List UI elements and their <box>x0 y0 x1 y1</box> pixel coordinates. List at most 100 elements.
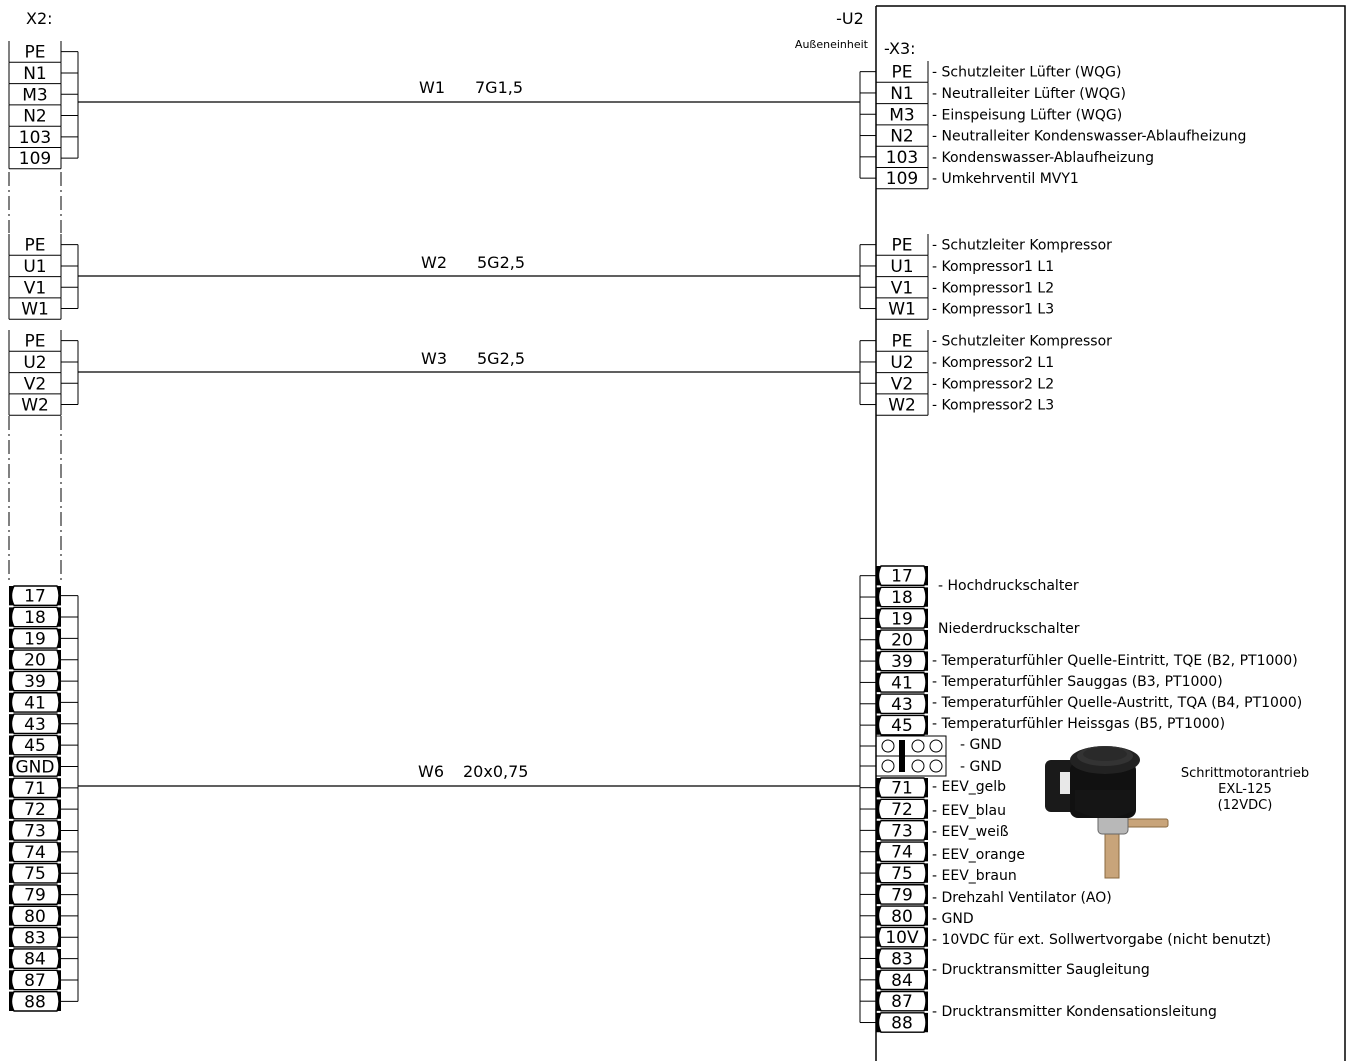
left-terminal-label: 19 <box>24 629 46 649</box>
terminal-mark <box>924 927 928 947</box>
left-terminal-label: V2 <box>24 374 46 394</box>
right-terminal-description: - Drehzahl Ventilator (AO) <box>932 890 1112 906</box>
right-terminal-label: 10V <box>885 928 919 948</box>
right-terminal-description: - Drucktransmitter Kondensationsleitung <box>932 1004 1217 1020</box>
terminal-mark <box>9 884 14 905</box>
right-strip-label: -X3: <box>884 39 916 58</box>
right-terminal-description: - GND <box>932 911 974 927</box>
terminal-mark <box>57 906 61 926</box>
left-terminal-label: N2 <box>23 107 47 127</box>
terminal-mark <box>9 650 14 670</box>
terminal-mark <box>57 863 61 883</box>
terminal-mark <box>9 991 14 1011</box>
terminal-mark <box>9 863 14 883</box>
unit-label: -U2 <box>836 9 864 28</box>
terminal-mark <box>924 884 928 905</box>
right-terminal-label: 72 <box>891 800 913 820</box>
right-terminal-description: - Schutzleiter Kompressor <box>932 238 1112 254</box>
right-terminal-label: 84 <box>891 971 913 991</box>
right-terminal-description: Niederdruckschalter <box>938 621 1080 637</box>
right-terminal-description: - Kondenswasser-Ablaufheizung <box>932 150 1154 166</box>
terminal-mark <box>9 842 14 862</box>
terminal-mark <box>57 778 61 798</box>
terminal-mark <box>57 991 61 1011</box>
right-terminal-description: - EEV_blau <box>932 803 1006 819</box>
cable-w1-name: W1 <box>419 78 445 97</box>
terminal-mark <box>924 799 928 819</box>
terminal-mark <box>57 607 61 627</box>
right-terminal-label: V1 <box>891 278 913 298</box>
cable-w2-name: W2 <box>421 253 447 272</box>
motor-line1: Schrittmotorantrieb <box>1181 766 1309 781</box>
terminal-mark <box>876 1012 881 1033</box>
terminal-mark <box>924 608 928 629</box>
terminal-mark <box>924 906 928 926</box>
left-terminal-label: W2 <box>21 396 49 416</box>
terminal-mark <box>924 842 928 862</box>
terminal-mark <box>876 884 881 905</box>
terminal-mark <box>57 650 61 670</box>
right-terminal-label: 75 <box>891 864 913 884</box>
right-terminal-description: - Neutralleiter Kondenswasser-Ablaufheiz… <box>932 129 1246 145</box>
terminal-mark <box>924 672 928 693</box>
motor-line3: (12VDC) <box>1218 798 1273 813</box>
left-terminal-label: 80 <box>24 907 46 927</box>
right-terminal-label: N1 <box>890 84 914 104</box>
right-terminal-label: 71 <box>891 779 913 799</box>
terminal-mark <box>924 694 928 714</box>
right-terminal-description: - 10VDC für ext. Sollwertvorgabe (nicht … <box>932 932 1271 948</box>
right-terminal-description: - Schutzleiter Lüfter (WQG) <box>932 65 1121 81</box>
left-terminal-label: 20 <box>24 651 46 671</box>
terminal-mark <box>57 842 61 862</box>
right-terminal-description: - EEV_weiß <box>932 824 1009 840</box>
terminal-mark <box>57 927 61 947</box>
stepper-motor-image <box>1045 746 1169 879</box>
right-terminal-label: 41 <box>891 673 913 693</box>
right-terminal-description: - Einspeisung Lüfter (WQG) <box>932 107 1122 123</box>
terminal-mark <box>57 948 61 969</box>
left-terminal-label: W1 <box>21 300 49 320</box>
right-terminal-label: U1 <box>890 257 913 277</box>
right-terminal-description: - Temperaturfühler Sauggas (B3, PT1000) <box>932 674 1223 690</box>
left-terminal-label: 83 <box>24 928 46 948</box>
right-terminal-label: PE <box>892 332 913 352</box>
terminal-mark <box>924 991 928 1011</box>
left-terminal-label: 18 <box>24 608 46 628</box>
terminal-mark <box>924 651 928 671</box>
terminal-mark <box>9 778 14 798</box>
left-terminal-label: M3 <box>22 85 47 105</box>
terminal-mark <box>9 948 14 969</box>
left-terminal-label: 84 <box>24 950 46 970</box>
right-terminal-description: - EEV_braun <box>932 868 1017 884</box>
terminal-mark <box>876 863 881 883</box>
terminal-mark <box>876 820 881 841</box>
terminal-mark <box>876 566 881 586</box>
left-terminal-label: 72 <box>24 800 46 820</box>
right-terminal-description: - Kompressor1 L3 <box>932 302 1054 318</box>
terminal-mark <box>924 863 928 883</box>
right-terminal-description: - Hochdruckschalter <box>938 578 1079 594</box>
terminal-mark <box>876 948 881 969</box>
terminal-mark <box>876 970 881 990</box>
left-terminal-label: 109 <box>19 149 51 169</box>
terminal-mark <box>924 970 928 990</box>
right-terminal-description: - Temperaturfühler Heissgas (B5, PT1000) <box>932 716 1225 732</box>
right-terminal-label: 88 <box>891 1014 913 1034</box>
gnd-desc-1: - GND <box>960 737 1002 753</box>
terminal-mark <box>9 799 14 819</box>
cable-w1-spec: 7G1,5 <box>475 78 523 97</box>
terminal-mark <box>924 630 928 650</box>
right-terminal-label: 80 <box>891 907 913 927</box>
right-terminal-label: PE <box>892 236 913 256</box>
cable-w3-name: W3 <box>421 349 447 368</box>
terminal-mark <box>9 586 14 606</box>
terminal-mark <box>924 566 928 586</box>
terminal-mark <box>876 906 881 926</box>
terminal-mark <box>57 756 61 777</box>
terminal-mark <box>876 587 881 607</box>
terminal-mark <box>57 628 61 649</box>
terminal-mark <box>9 607 14 627</box>
terminal-mark <box>876 842 881 862</box>
right-terminal-label: U2 <box>890 353 913 373</box>
terminal-mark <box>9 906 14 926</box>
